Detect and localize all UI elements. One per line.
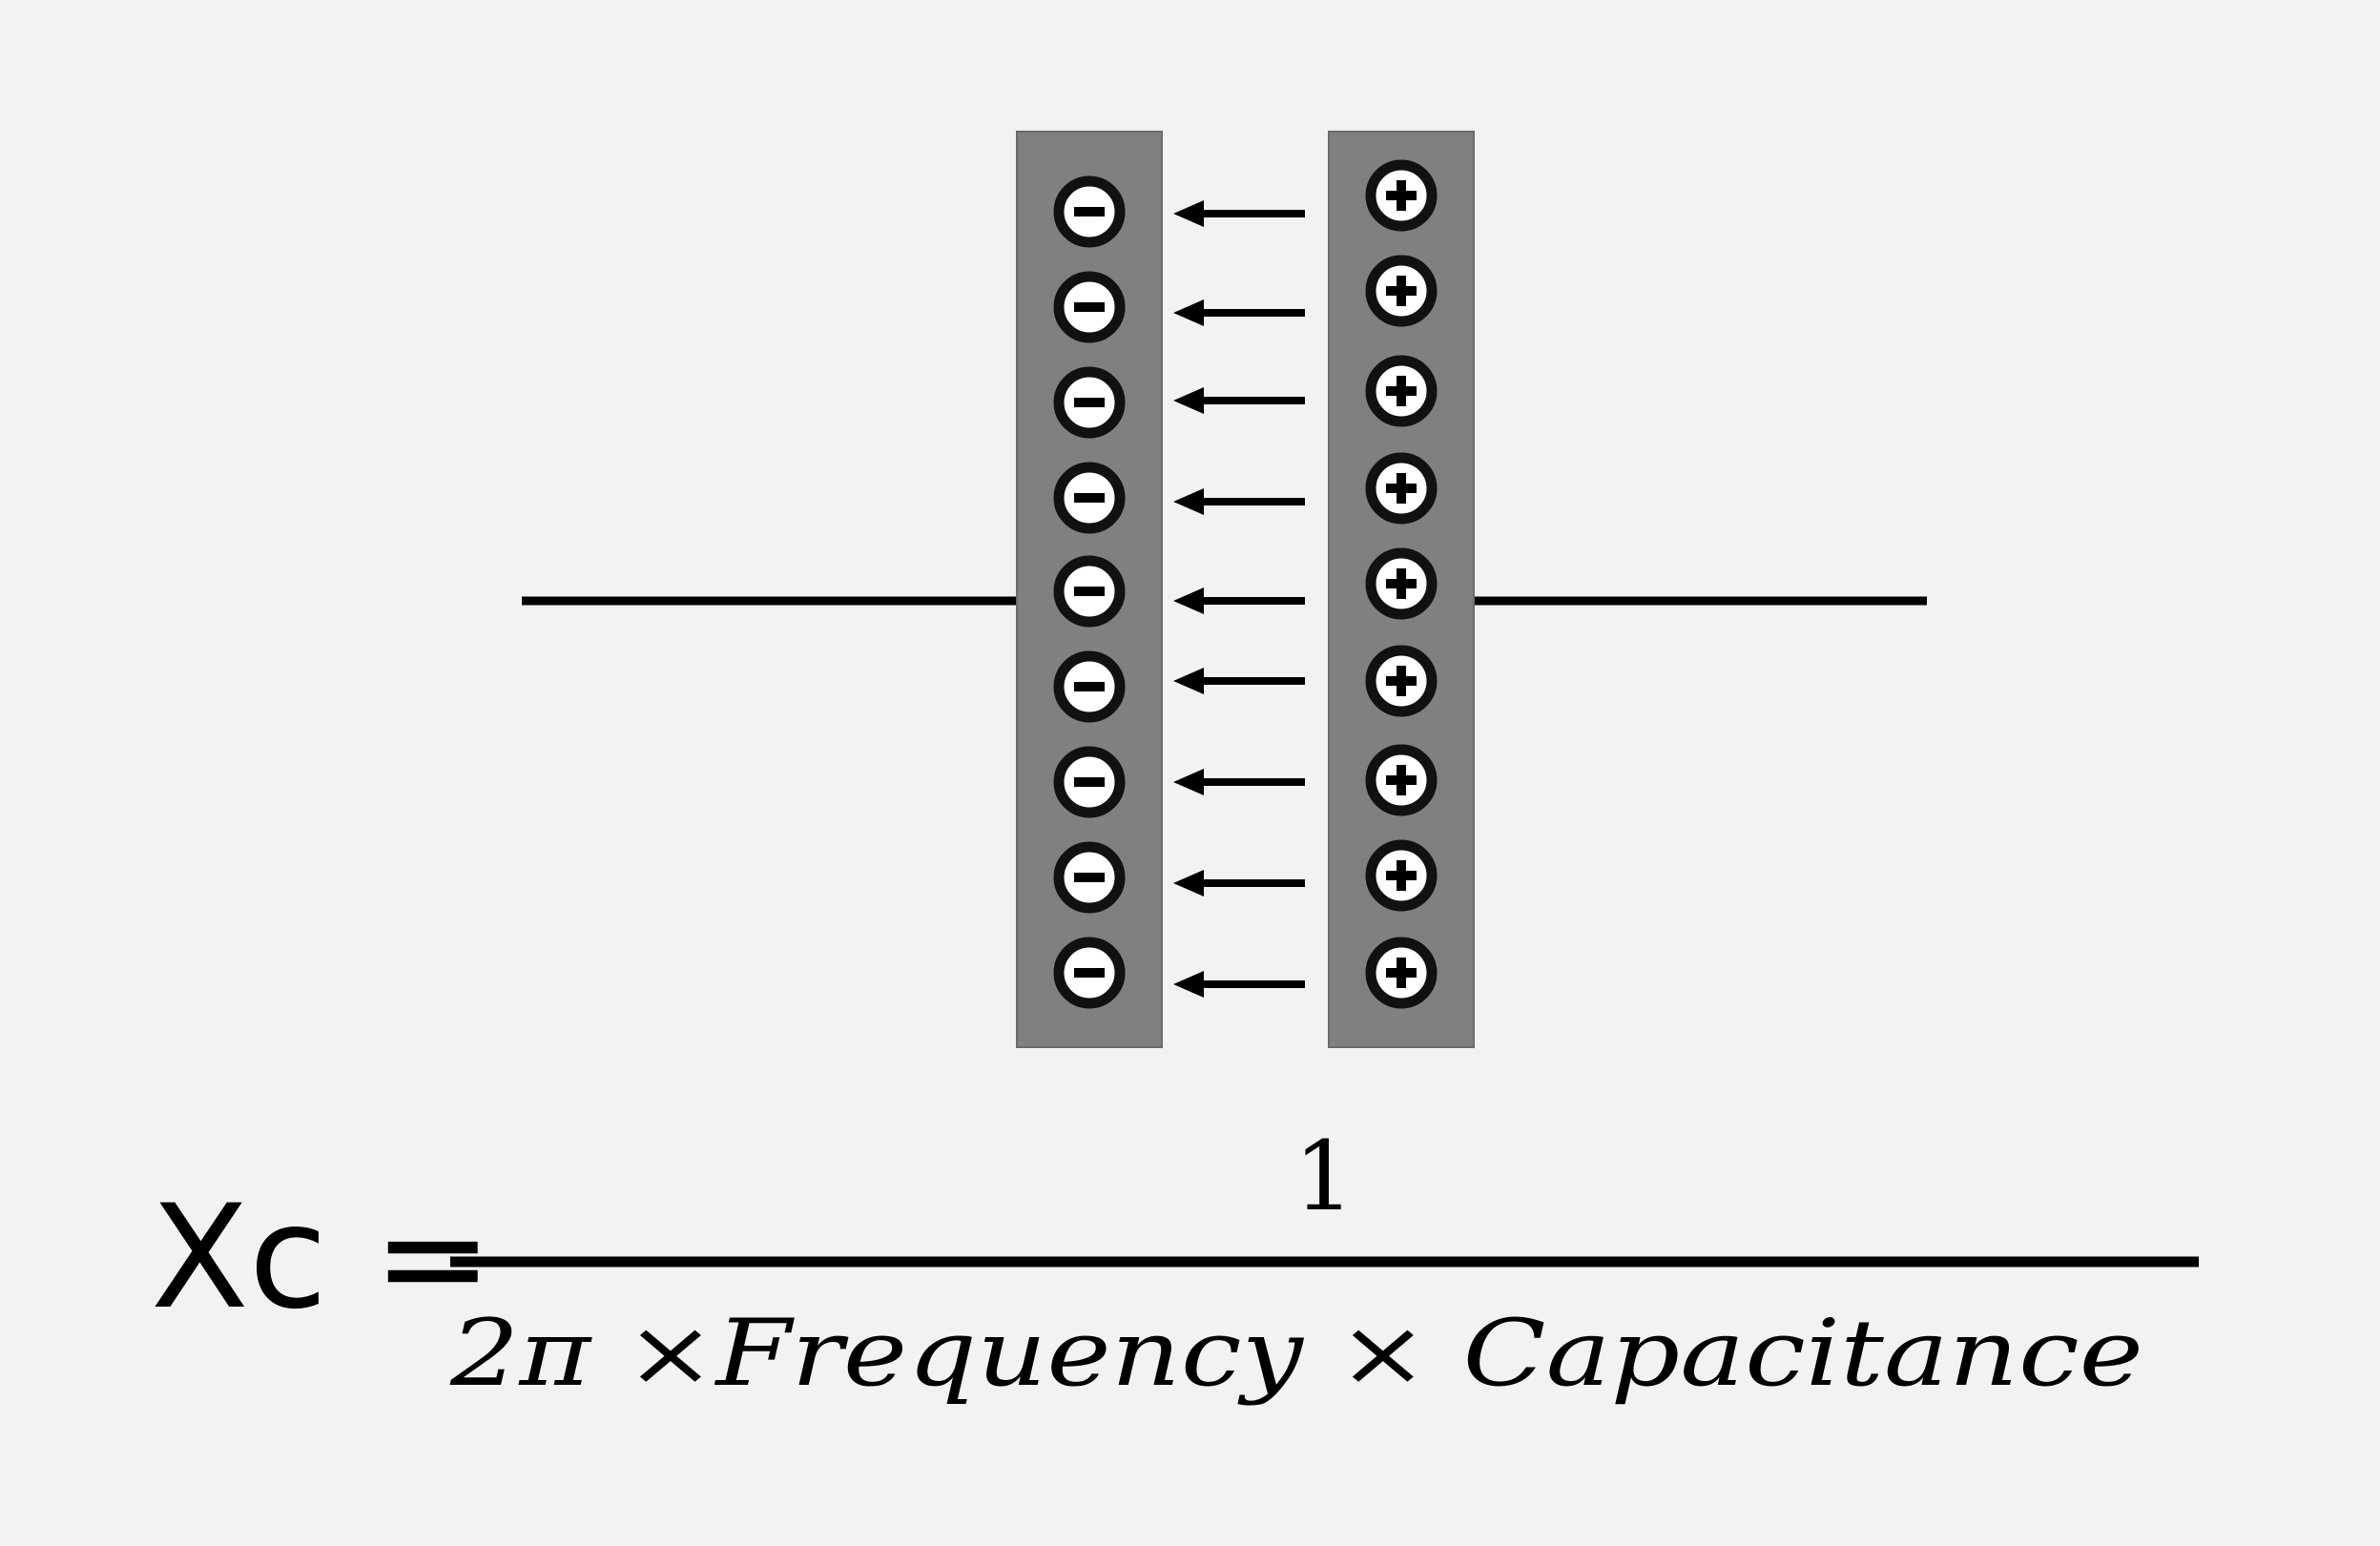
arrow-left-icon [1173,387,1305,414]
minus-circle-icon [1053,462,1126,534]
minus-circle-icon [1053,271,1126,343]
electric-field-arrows [1173,200,1305,998]
plus-circle-icon [1365,645,1438,717]
formula-numerator: 1 [1293,1121,1355,1232]
plus-circle-icon [1365,744,1438,816]
minus-circle-icon [1053,937,1126,1009]
plus-circle-icon [1365,255,1438,327]
minus-circle-icon [1053,175,1126,248]
arrow-left-icon [1173,870,1305,897]
plus-circle-icon [1365,452,1438,525]
formula-lhs: Xc = [151,1175,493,1341]
positive-charges [1365,159,1438,1009]
minus-circle-icon [1053,650,1126,723]
arrow-left-icon [1173,971,1305,998]
arrow-left-icon [1173,587,1305,614]
arrow-left-icon [1173,299,1305,326]
arrow-left-icon [1173,488,1305,515]
plus-circle-icon [1365,547,1438,620]
arrow-left-icon [1173,668,1305,694]
formula-denominator: 2π ×Frequency × Capacitance [449,1300,2143,1407]
arrow-left-icon [1173,200,1305,227]
plus-circle-icon [1365,937,1438,1009]
minus-circle-icon [1053,555,1126,628]
negative-charges [1053,175,1126,1009]
minus-circle-icon [1053,841,1126,914]
plus-circle-icon [1365,159,1438,232]
minus-circle-icon [1053,746,1126,818]
minus-circle-icon [1053,366,1126,439]
arrow-left-icon [1173,769,1305,795]
plus-circle-icon [1365,355,1438,427]
plus-circle-icon [1365,839,1438,912]
